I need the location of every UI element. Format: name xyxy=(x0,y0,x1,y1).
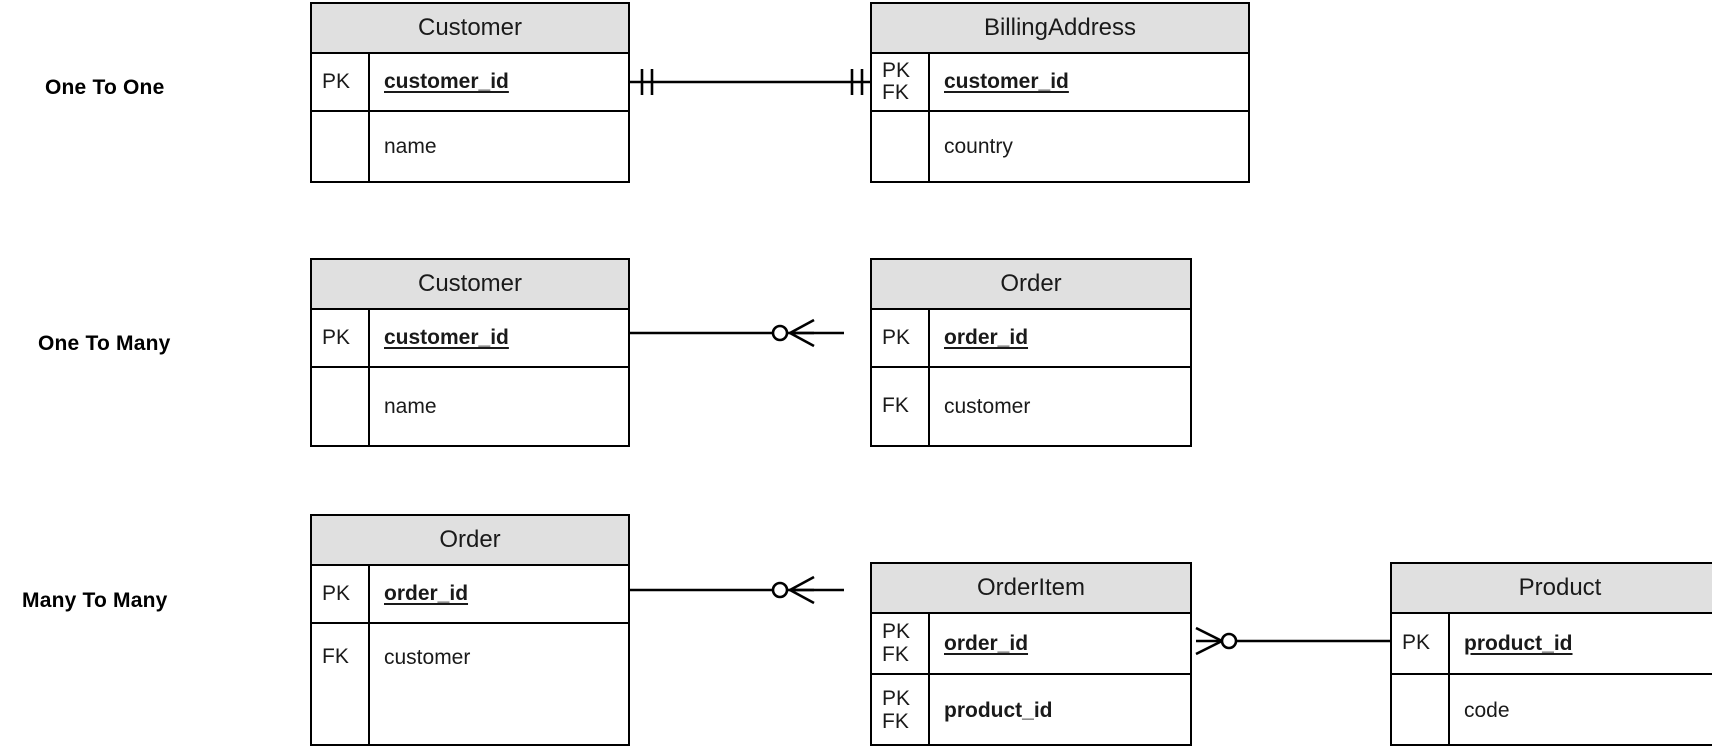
attribute-name: code xyxy=(1464,698,1510,722)
attribute-name: order_id xyxy=(944,326,1029,349)
key-label-pk: PK xyxy=(882,620,911,644)
entity-customer-one-to-one[interactable]: Customer PK customer_id name xyxy=(310,2,630,183)
key-label-pk: PK xyxy=(322,325,351,349)
attribute-row[interactable]: FK customer xyxy=(872,368,1190,445)
key-cell: PK FK xyxy=(872,675,930,746)
entity-product[interactable]: Product PK product_id code xyxy=(1390,562,1712,746)
key-cell xyxy=(872,112,930,181)
attribute-row[interactable]: FK customer xyxy=(312,624,628,744)
entity-customer-one-to-many[interactable]: Customer PK customer_id name xyxy=(310,258,630,447)
key-cell: PK FK xyxy=(872,614,930,673)
entity-title: Product xyxy=(1392,564,1712,614)
key-label-pk: PK xyxy=(322,69,351,93)
entity-title: Customer xyxy=(312,260,628,310)
key-cell: PK xyxy=(1392,614,1450,673)
attribute-name: order_id xyxy=(944,631,1029,655)
attribute-row[interactable]: PK product_id xyxy=(1392,614,1712,675)
key-cell xyxy=(312,112,370,181)
attribute-row[interactable]: PK FK customer_id xyxy=(872,54,1248,112)
connector-orderitem-product[interactable] xyxy=(1190,619,1394,663)
key-label-fk: FK xyxy=(882,709,909,733)
key-cell: PK xyxy=(312,566,370,622)
row-label-one-to-many: One To Many xyxy=(38,332,171,355)
attribute-row[interactable]: PK customer_id xyxy=(312,310,628,368)
key-label-pk: PK xyxy=(882,58,911,82)
entity-title: Order xyxy=(872,260,1190,310)
key-cell: FK xyxy=(312,624,370,744)
entity-order-one-to-many[interactable]: Order PK order_id FK customer xyxy=(870,258,1192,447)
attribute-name: customer xyxy=(944,394,1031,418)
key-label-pk: PK xyxy=(322,581,351,605)
entity-billingaddress[interactable]: BillingAddress PK FK customer_id country xyxy=(870,2,1250,183)
attribute-name: name xyxy=(384,134,437,158)
connector-one-to-one[interactable] xyxy=(628,60,876,104)
key-label-fk: FK xyxy=(882,642,909,666)
attribute-name: order_id xyxy=(384,582,469,605)
attribute-row[interactable]: PK order_id xyxy=(872,310,1190,368)
attribute-row[interactable]: name xyxy=(312,112,628,181)
attribute-row[interactable]: name xyxy=(312,368,628,445)
attribute-name: customer xyxy=(384,646,471,669)
attribute-row[interactable]: PK order_id xyxy=(312,566,628,624)
key-cell: PK xyxy=(312,310,370,366)
key-label-pk: PK xyxy=(882,325,911,349)
connector-order-orderitem[interactable] xyxy=(628,568,876,612)
key-cell: PK xyxy=(312,54,370,110)
connector-one-to-many[interactable] xyxy=(628,311,876,355)
entity-title: BillingAddress xyxy=(872,4,1248,54)
key-cell xyxy=(312,368,370,445)
key-label-fk: FK xyxy=(882,81,909,104)
key-cell xyxy=(1392,675,1450,746)
row-label-one-to-one: One To One xyxy=(45,76,165,99)
attribute-name: customer_id xyxy=(384,326,509,349)
row-label-many-to-many: Many To Many xyxy=(22,589,168,612)
attribute-name: customer_id xyxy=(384,70,509,93)
key-label-pk: PK xyxy=(882,687,911,711)
attribute-row[interactable]: PK FK product_id xyxy=(872,675,1190,746)
attribute-row[interactable]: code xyxy=(1392,675,1712,746)
key-cell: PK FK xyxy=(872,54,930,110)
attribute-row[interactable]: PK FK order_id xyxy=(872,614,1190,675)
attribute-row[interactable]: country xyxy=(872,112,1248,181)
entity-orderitem[interactable]: OrderItem PK FK order_id PK FK product_i… xyxy=(870,562,1192,746)
key-label-fk: FK xyxy=(882,394,909,418)
key-label-fk: FK xyxy=(322,645,349,668)
entity-title: Order xyxy=(312,516,628,566)
attribute-name: customer_id xyxy=(944,70,1069,93)
entity-title: Customer xyxy=(312,4,628,54)
entity-order-many-to-many[interactable]: Order PK order_id FK customer xyxy=(310,514,630,746)
entity-title: OrderItem xyxy=(872,564,1190,614)
attribute-name: country xyxy=(944,134,1013,158)
attribute-name: product_id xyxy=(1464,631,1573,655)
key-cell: FK xyxy=(872,368,930,445)
key-label-pk: PK xyxy=(1402,631,1431,655)
attribute-name: product_id xyxy=(944,698,1053,722)
attribute-row[interactable]: PK customer_id xyxy=(312,54,628,112)
attribute-name: name xyxy=(384,394,437,418)
key-cell: PK xyxy=(872,310,930,366)
